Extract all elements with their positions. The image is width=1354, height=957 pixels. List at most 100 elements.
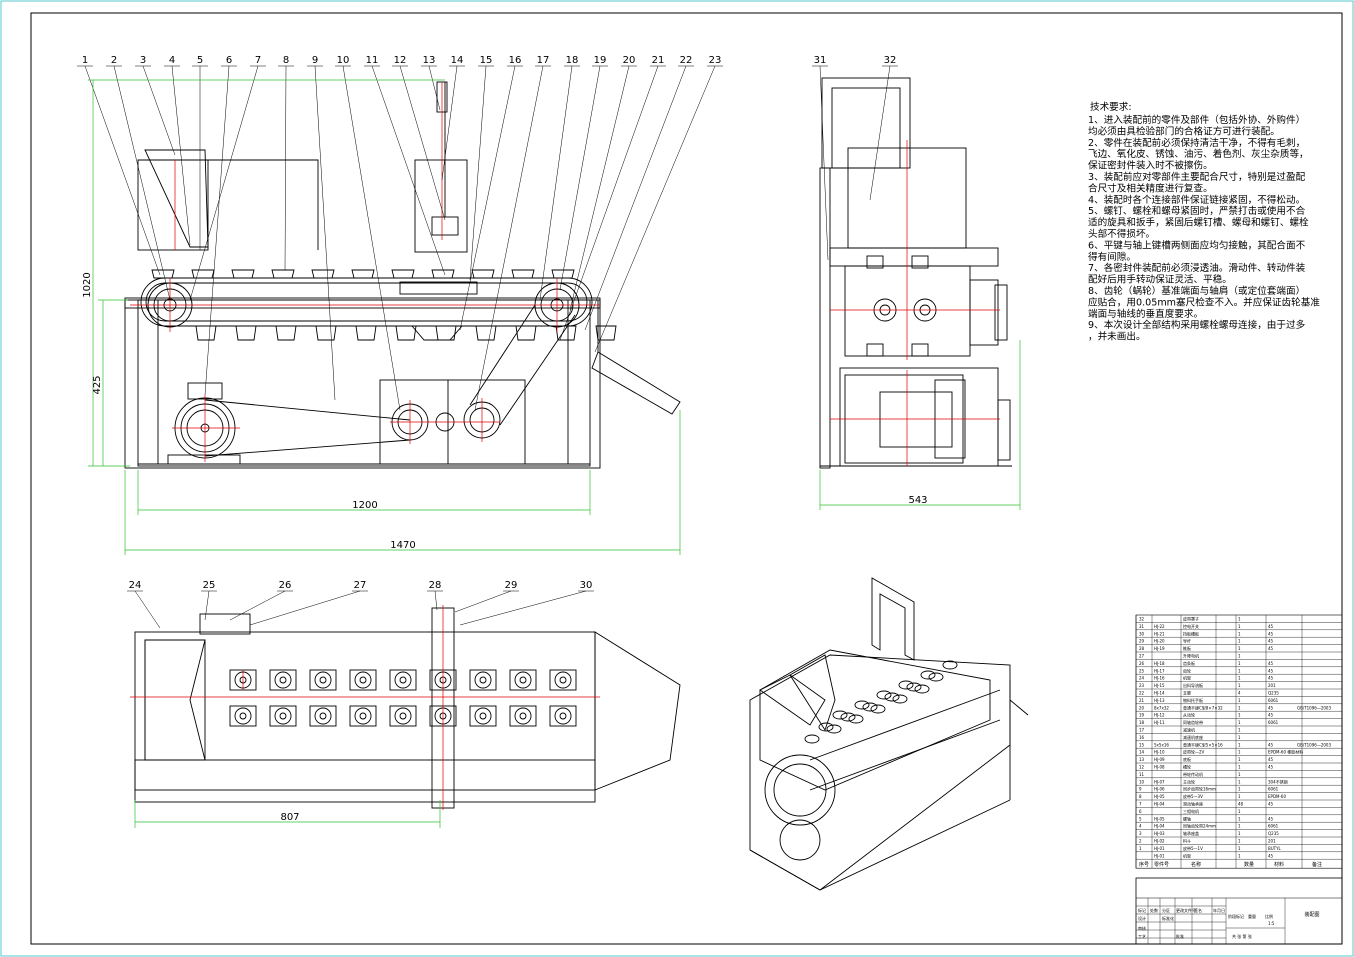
bom-cell-name: 控电开关 [1183, 623, 1199, 629]
bucket-cup [840, 712, 856, 722]
bucket-cup [239, 712, 247, 720]
balloon-label: 22 [680, 55, 693, 66]
balloon-leader [249, 590, 361, 626]
bucket-cup [279, 712, 287, 720]
balloon-label: 28 [429, 580, 442, 591]
bom-cell-mat: 201 [1268, 683, 1276, 688]
title-label: 标记 [1138, 907, 1146, 913]
bom-cell-mat: 45 [1268, 624, 1274, 629]
bucket-cup [884, 692, 900, 702]
bom-cell-no: 7 [1139, 802, 1142, 807]
bucket-cup [389, 705, 417, 727]
balloon-label: 27 [354, 580, 367, 591]
balloon-label: 15 [480, 55, 493, 66]
title-label: 年月日 [1213, 907, 1225, 913]
bom-cell-code: HJ-15 [1154, 683, 1165, 688]
balloon-label: 6 [226, 55, 232, 66]
bucket-cup [870, 704, 886, 714]
bucket-cup [848, 714, 864, 724]
bom-cell-qty: 1 [1238, 824, 1241, 829]
balloon-label: 30 [580, 580, 593, 591]
bom-cell-no: 20 [1139, 705, 1145, 710]
bom-cell-no: 12 [1139, 765, 1145, 770]
bom-cell-mat: EPDM-60 [1268, 794, 1286, 799]
bom-cell-name: 出料导流板 [1183, 682, 1203, 688]
bucket-cup [394, 671, 412, 689]
note-line: 飞边、氧化皮、锈蚀、油污、着色剂、灰尘杂质等， [1088, 148, 1309, 160]
bucket-cup [309, 705, 337, 727]
bucket-cup [914, 684, 930, 694]
bucket-cup [906, 682, 922, 692]
dim-length-overall: 1470 [390, 540, 415, 551]
bucket-cup [269, 669, 297, 691]
bom-cell-no: 19 [1139, 713, 1145, 718]
balloon-label: 25 [203, 580, 216, 591]
bom-cell-code: HJ-09 [1154, 757, 1165, 762]
balloon-label: 14 [451, 55, 464, 66]
bom-cell-name: 同轴齿轮带 [1183, 719, 1203, 725]
title-label: 阶段标记 [1228, 913, 1244, 919]
note-line: 9、本次设计全部结构采用螺栓螺母连接，由于过多 [1088, 319, 1306, 331]
balloon-label: 29 [505, 580, 518, 591]
bom-cell-qty: 48 [1238, 802, 1244, 807]
balloon-label: 32 [884, 55, 897, 66]
balloon-leader [314, 65, 336, 401]
bucket-cup [469, 669, 497, 691]
balloon-leader [434, 590, 438, 611]
bom-cell-code: HJ-12 [1154, 713, 1165, 718]
title-label: 分区 [1162, 907, 1170, 913]
balloon-leader [204, 65, 230, 396]
balloon-leader [428, 65, 441, 111]
bom-cell-qty: 1 [1238, 698, 1241, 703]
bucket-cup [269, 705, 297, 727]
bom-cell-name: 支脚 [1183, 690, 1191, 696]
clamp-block [866, 343, 884, 357]
dim-height-lower: 425 [92, 375, 103, 394]
bom-cell-qty: 1 [1238, 624, 1241, 629]
bom-cell-name: 轴承座盖 [1183, 830, 1199, 836]
bom-cell-mat: 45 [1268, 765, 1274, 770]
bucket-cup [928, 672, 944, 682]
bucket-cup [555, 325, 577, 341]
bom-cell-name: 皮带轮—2V [1183, 749, 1205, 755]
bucket-cup [876, 690, 892, 700]
clamp-block [911, 255, 929, 269]
bom-cell-name: 带轮传动机 [1183, 771, 1203, 777]
bom-cell-qty: 1 [1238, 794, 1241, 799]
balloon-leader [371, 65, 446, 276]
bom-cell-qty: 1 [1238, 654, 1241, 659]
bom-cell-no: 24 [1139, 676, 1145, 681]
title-drawing-name: 装配图 [1304, 911, 1319, 918]
bom-cell-no: 6 [1139, 809, 1142, 814]
bucket-cup [559, 712, 567, 720]
bom-cell-mat: 45 [1268, 816, 1274, 821]
balloon-leader [559, 65, 601, 291]
note-line: 应贴合，用0.05mm塞尺检查不入。并应保证齿轮基准 [1088, 296, 1320, 308]
balloon-label: 18 [566, 55, 579, 66]
balloon-leader [869, 65, 891, 201]
balloon-leader [229, 590, 286, 621]
bom-cell-mat: 45 [1268, 705, 1274, 710]
bucket-cup [271, 269, 295, 279]
bom-cell-code: HJ-03 [1154, 831, 1165, 836]
top-centerlines [130, 605, 600, 810]
bom-cell-mat: 304不锈钢 [1268, 778, 1288, 784]
bucket-cup [311, 269, 335, 279]
bom-cell-mat: 45 [1268, 646, 1274, 651]
clamp-block [866, 255, 884, 269]
balloon-label: 7 [255, 55, 261, 66]
balloon-label: 5 [197, 55, 203, 66]
balloon-leader [819, 65, 829, 261]
bom-cell-note: GB/T1096—2003 [1297, 705, 1331, 710]
bucket-cup [349, 669, 377, 691]
bom-cell-no: 14 [1139, 750, 1145, 755]
balloon-label: 21 [652, 55, 665, 66]
title-label: 比例 [1265, 913, 1273, 919]
dim-top-length: 807 [280, 812, 299, 823]
bom-cell-name: 齿轮 [1183, 667, 1191, 673]
bucket-cup [395, 325, 417, 341]
balloon-label: 12 [394, 55, 407, 66]
bucket-cup [235, 325, 257, 341]
bom-cell-qty: 1 [1238, 846, 1241, 851]
